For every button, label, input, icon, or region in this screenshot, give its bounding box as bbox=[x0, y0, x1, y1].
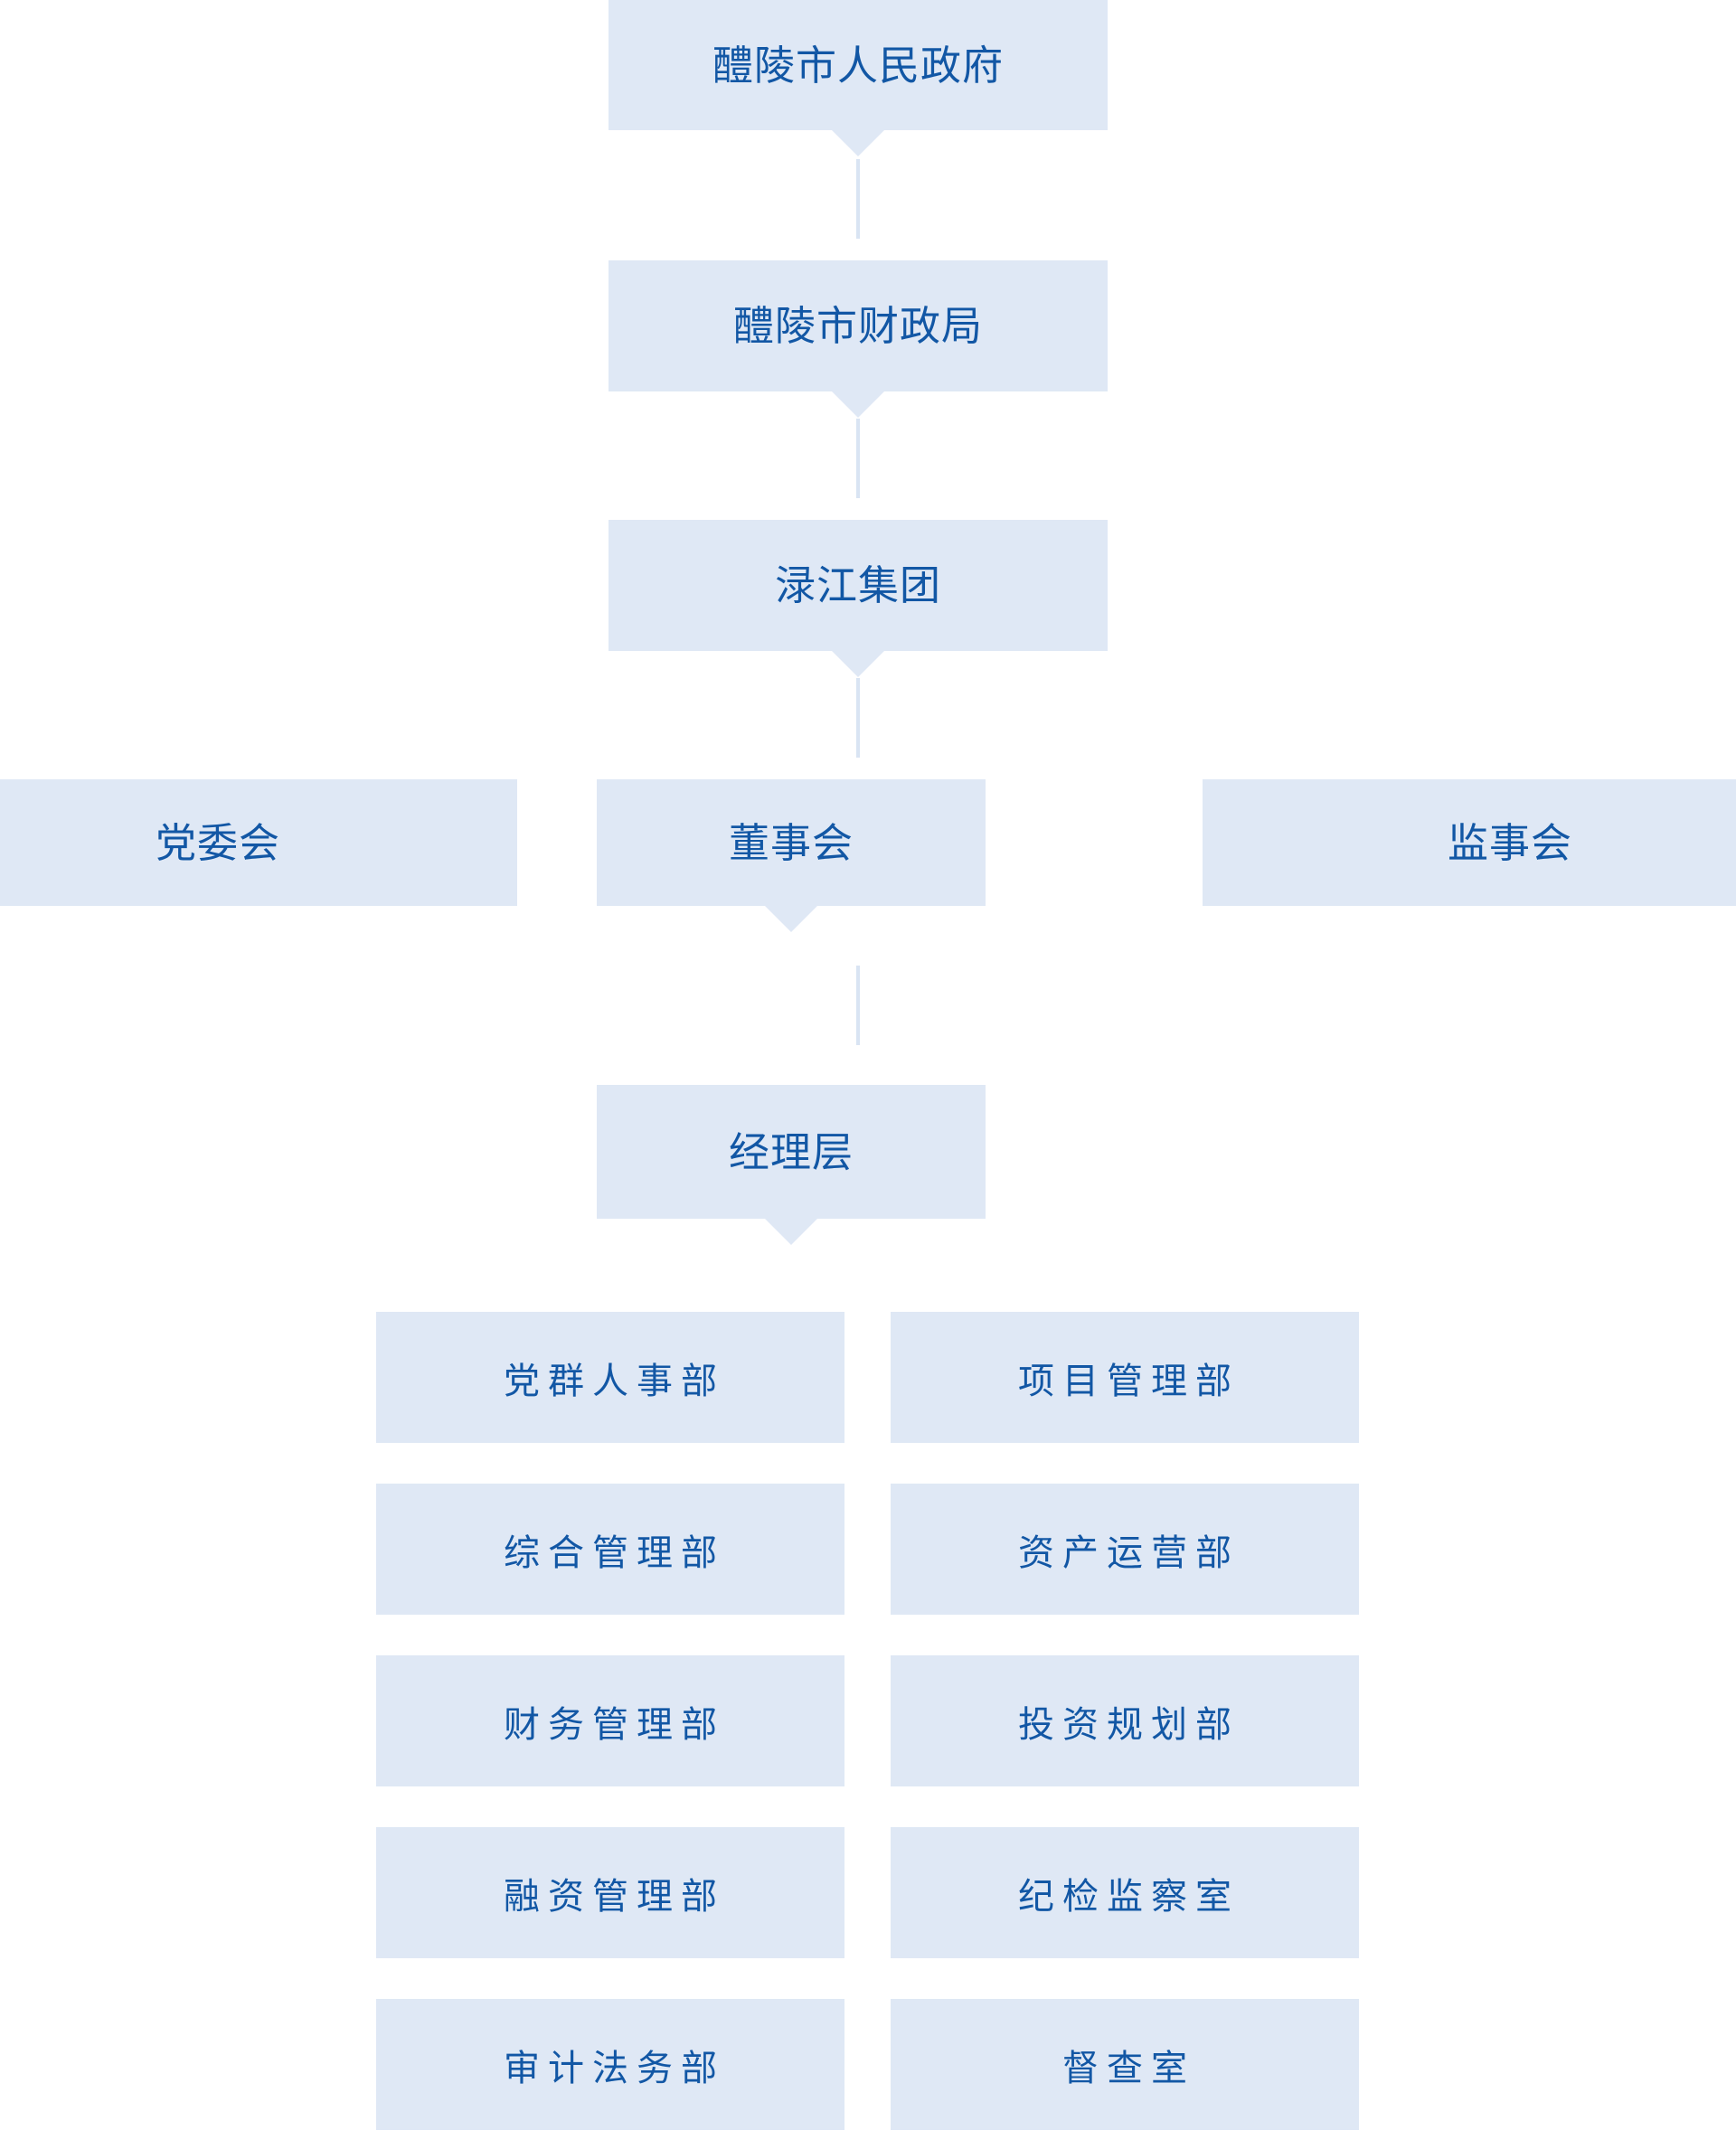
org-node-label: 党委会 bbox=[155, 819, 280, 866]
department-label: 督查室 bbox=[1062, 2048, 1195, 2088]
department-label: 融资管理部 bbox=[504, 1876, 725, 1917]
department-label: 纪检监察室 bbox=[1018, 1876, 1240, 1917]
org-node-board-of-supervisors[interactable]: 监事会 bbox=[1203, 779, 1736, 906]
department-box[interactable]: 纪检监察室 bbox=[891, 1827, 1359, 1958]
department-label: 资产运营部 bbox=[1018, 1532, 1240, 1573]
org-node-finance-bureau[interactable]: 醴陵市财政局 bbox=[609, 260, 1108, 391]
connector-finance-bureau-to-group bbox=[856, 419, 860, 498]
org-node-label: 醴陵市人民政府 bbox=[712, 42, 1004, 89]
department-label: 党群人事部 bbox=[504, 1361, 725, 1401]
department-box[interactable]: 融资管理部 bbox=[376, 1827, 844, 1958]
connector-group-to-board-of-directors bbox=[856, 678, 860, 758]
department-box[interactable]: 项目管理部 bbox=[891, 1312, 1359, 1443]
connector-board-of-directors-to-management bbox=[856, 966, 860, 1045]
org-node-group[interactable]: 渌江集团 bbox=[609, 520, 1108, 651]
org-node-label: 经理层 bbox=[728, 1128, 854, 1175]
department-label: 综合管理部 bbox=[504, 1532, 725, 1573]
department-box[interactable]: 投资规划部 bbox=[891, 1655, 1359, 1786]
department-box[interactable]: 资产运营部 bbox=[891, 1484, 1359, 1615]
org-node-label: 醴陵市财政局 bbox=[732, 303, 983, 349]
department-box[interactable]: 财务管理部 bbox=[376, 1655, 844, 1786]
department-label: 投资规划部 bbox=[1018, 1704, 1240, 1745]
org-node-label: 监事会 bbox=[1447, 819, 1572, 866]
org-node-management[interactable]: 经理层 bbox=[597, 1085, 986, 1219]
org-node-party-committee[interactable]: 党委会 bbox=[0, 779, 517, 906]
org-node-label: 渌江集团 bbox=[774, 562, 941, 608]
org-node-label: 董事会 bbox=[728, 819, 854, 866]
department-box[interactable]: 党群人事部 bbox=[376, 1312, 844, 1443]
org-node-government[interactable]: 醴陵市人民政府 bbox=[609, 0, 1108, 130]
department-box[interactable]: 督查室 bbox=[891, 1999, 1359, 2130]
department-box[interactable]: 综合管理部 bbox=[376, 1484, 844, 1615]
department-label: 审计法务部 bbox=[504, 2048, 725, 2088]
connector-government-to-finance-bureau bbox=[856, 159, 860, 239]
department-grid: 党群人事部 项目管理部 综合管理部 资产运营部 财务管理部 投资规划部 融资管理… bbox=[376, 1312, 1359, 2130]
org-node-board-of-directors[interactable]: 董事会 bbox=[597, 779, 986, 906]
department-box[interactable]: 审计法务部 bbox=[376, 1999, 844, 2130]
department-label: 项目管理部 bbox=[1018, 1361, 1240, 1401]
department-label: 财务管理部 bbox=[504, 1704, 725, 1745]
